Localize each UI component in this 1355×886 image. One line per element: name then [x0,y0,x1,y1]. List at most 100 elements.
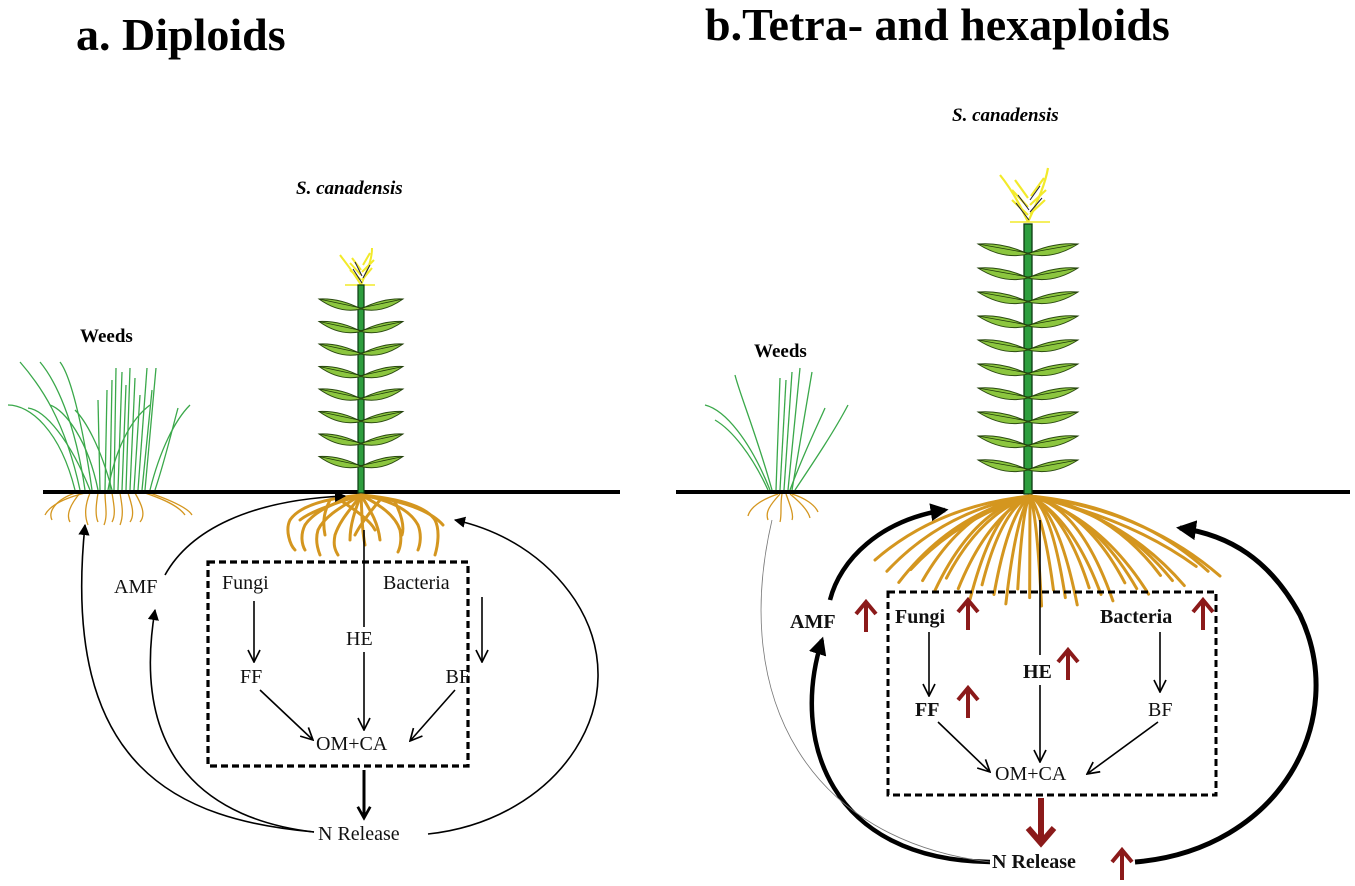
panel-a-weeds-label: Weeds [80,326,133,347]
leaf-vein [1027,267,1079,278]
leaf-vein [1027,291,1079,302]
leaf-vein [1027,387,1079,398]
root-strand [980,494,1032,587]
leaf-vein [1027,243,1079,254]
panel-a-plant-icon [317,247,405,494]
root-strand [1028,494,1198,568]
arrow-omca-to-nrelease-increased [1025,798,1057,848]
leaf-vein [977,459,1029,470]
weeds-roots-icon [44,492,193,526]
leaf-vein [1027,315,1079,326]
arrow-ff-to-omca [937,721,990,772]
leaf-vein [318,456,362,466]
panel-a: a. Diploids S. canadensis Weeds [7,9,620,845]
arrow-nrelease-to-amf [809,636,991,865]
leaf-vein [318,366,362,376]
leaf-vein [318,321,362,331]
panel-b-node-bf: BF [1148,699,1172,721]
arrow-nrelease-to-plant [427,516,599,835]
panel-b-node-he: HE [1023,661,1052,683]
leaf-vein [977,339,1029,350]
panel-a-node-fungi: Fungi [222,572,269,594]
panel-b-soil-microbe-box [886,590,1218,797]
panel-a-title: a. Diploids [76,9,286,60]
leaf-vein [977,267,1029,278]
panel-b-weeds-roots-icon [747,493,819,523]
root-strand [1028,494,1151,596]
panel-a-node-he: HE [346,628,373,650]
leaf-vein [360,321,404,331]
leaf-vein [977,435,1029,446]
panel-b-title: b.Tetra- and hexaploids [705,0,1170,50]
panel-b-node-bacteria: Bacteria [1100,606,1172,628]
increase-arrow-n-release-icon [1110,846,1134,880]
leaf-vein [318,343,362,354]
leaf-vein [318,433,362,444]
panel-a-species-label: S. canadensis [296,178,403,199]
panel-a-node-bf: BF [446,666,470,688]
leaf-vein [360,298,404,309]
arrow-amf-to-plant [164,490,347,576]
arrow-nrelease-to-plant [1134,520,1319,865]
arrow-nrelease-to-amf [147,608,315,833]
leaf-vein [318,411,362,421]
leaf-vein [360,388,404,399]
leaf-vein [360,433,404,444]
increase-arrow-ff-icon [956,684,980,718]
increase-arrow-amf-icon [854,598,878,632]
arrow-bf-to-omca [1087,721,1159,774]
panel-b-plant-roots-icon [873,494,1222,608]
panel-b-plant-icon [976,167,1080,495]
panel-a-node-n-release: N Release [318,823,400,845]
leaf-vein [977,387,1029,398]
leaf-vein [318,298,362,309]
leaf-vein [977,315,1029,326]
root-strand [992,494,1032,597]
increase-arrow-he-icon [1056,646,1080,680]
increase-arrow-bacteria-icon [1191,596,1215,630]
arrow-ff-to-omca [259,689,313,740]
leaf-vein [977,363,1029,374]
panel-a-node-om-ca: OM+CA [316,733,388,755]
root-strand [1028,494,1055,592]
leaf-vein [360,343,404,354]
panel-a-soil-microbe-box [206,560,470,768]
arrow-nrelease-to-weeds [760,519,991,863]
weeds-grass-icon [7,361,191,491]
panel-b-node-fungi: Fungi [895,606,945,628]
leaf-vein [318,388,362,399]
root-strand [1028,494,1103,597]
increase-arrows [854,596,1215,880]
leaf-vein [360,456,404,466]
arrow-nrelease-to-weeds [78,523,315,833]
panel-a-plant-roots-icon [286,493,445,557]
leaf-vein [977,243,1029,254]
panel-b-node-n-release: N Release [992,851,1076,873]
leaf-vein [360,411,404,421]
leaf-vein [1027,459,1079,470]
panel-b-node-amf: AMF [790,611,836,633]
panel-b-weeds-grass-icon [704,367,849,491]
panel-b-node-ff: FF [915,699,939,721]
leaf-vein [1027,435,1079,446]
leaf-vein [977,411,1029,422]
leaf-vein [1027,411,1079,422]
panel-a-node-amf: AMF [114,576,157,598]
panel-a-node-bacteria: Bacteria [383,572,450,594]
leaf-vein [1027,339,1079,350]
root-strand [1028,494,1222,578]
panel-b-species-label: S. canadensis [952,105,1059,126]
leaf-vein [360,366,404,376]
panel-b-arrows [760,503,1319,865]
arrow-bf-to-omca [410,689,456,741]
increase-arrow-fungi-icon [956,596,980,630]
panel-b-weeds-label: Weeds [754,341,807,362]
panel-b-node-om-ca: OM+CA [995,763,1067,785]
panel-a-node-ff: FF [240,666,262,688]
panel-b: b.Tetra- and hexaploids S. canadensis We… [676,0,1350,880]
flower-icon [999,167,1050,223]
leaf-vein [1027,363,1079,374]
panel-a-arrows [78,490,599,835]
leaf-vein [977,291,1029,302]
